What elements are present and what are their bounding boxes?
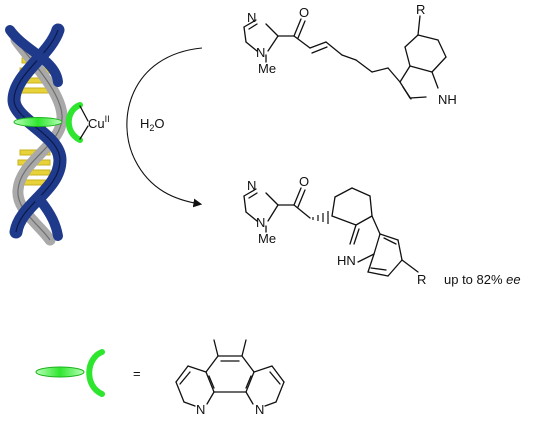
product-n2: N [256,215,265,230]
product-structure [243,187,419,277]
copper-label: CuII [88,114,110,131]
phen-n1: N [196,402,205,417]
substrate-oxygen: O [299,5,309,20]
intercalated-ligand [13,117,63,127]
equals-sign: = [133,366,141,381]
ee-label: up to 82% ee [444,272,521,287]
product-r: R [417,272,426,287]
dna-helix-icon [5,23,89,246]
substrate-nh: NH [438,92,457,107]
product-methyl: Me [258,231,276,246]
dna-strand-blue-2 [5,25,63,87]
substrate-n1: N [247,10,256,25]
substrate-structure [243,15,447,100]
phen-n2: N [255,402,264,417]
water-label: H2O [140,116,165,133]
reaction-arrow [126,47,203,208]
substrate-n2: N [256,45,265,60]
ligand-symbol-icon [35,349,105,397]
product-n1: N [247,178,256,193]
product-oxygen: O [299,174,309,189]
substrate-r: R [416,2,425,17]
ligand-clamp [65,102,83,143]
product-hn: HN [337,253,356,268]
phenanthroline-structure [175,339,285,407]
substrate-methyl: Me [258,61,276,76]
